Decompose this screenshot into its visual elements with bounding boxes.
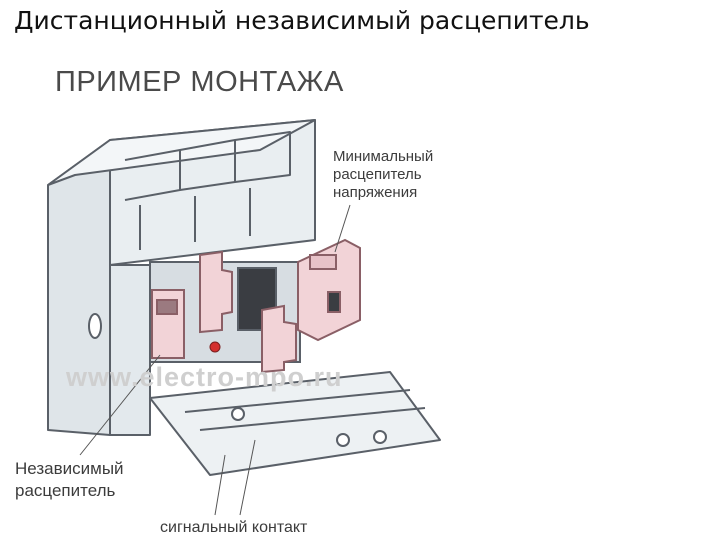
shunt-release-module	[151, 289, 185, 359]
callout-line: расцепитель	[333, 166, 422, 183]
callout-undervoltage-release: Минимальный расцепитель напряжения	[333, 148, 433, 202]
auxiliary-contact-module	[199, 250, 297, 374]
undervoltage-release-module	[297, 238, 361, 342]
callout-line: Независимый	[15, 459, 124, 478]
callout-line: Минимальный	[333, 148, 434, 165]
callout-signal-contact: сигнальный контакт	[160, 519, 308, 536]
watermark: www.electro-mpo.ru	[66, 362, 343, 392]
breaker-housing	[47, 119, 316, 436]
red-indicator	[209, 341, 221, 353]
cover-lid	[149, 371, 441, 476]
figure-title: ПРИМЕР МОНТАЖА	[55, 66, 344, 98]
callout-line: расцепитель	[15, 481, 116, 500]
slide-title: Дистанционный независимый расцепитель	[14, 6, 590, 35]
leader-lines	[79, 204, 351, 516]
callout-line: напряжения	[333, 184, 418, 201]
callout-shunt-release: Независимый расцепитель	[15, 458, 124, 502]
